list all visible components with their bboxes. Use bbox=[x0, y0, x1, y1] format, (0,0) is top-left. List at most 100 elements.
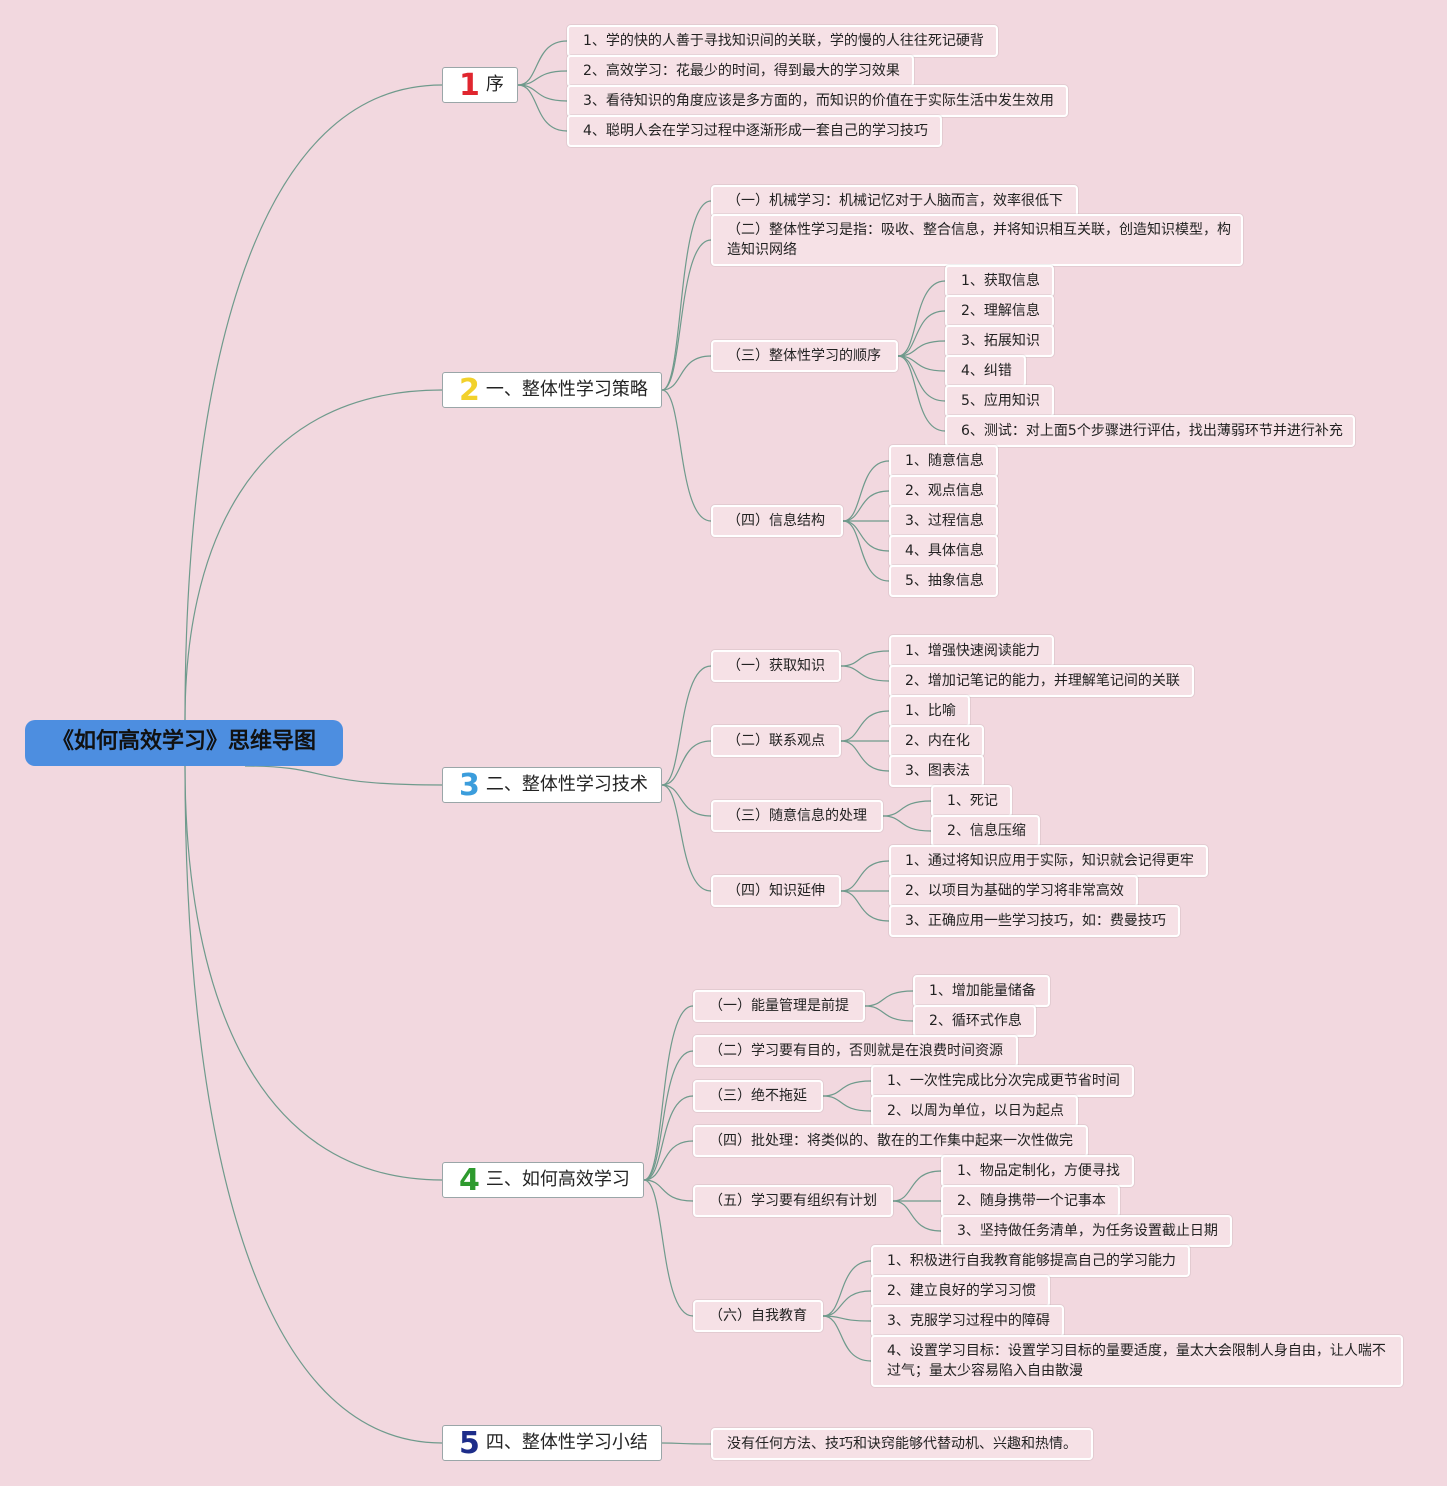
topic-node[interactable]: （四）信息结构 bbox=[711, 505, 843, 537]
connector-line bbox=[661, 665, 712, 786]
topic-node[interactable]: 2、观点信息 bbox=[889, 475, 998, 507]
connector-line bbox=[842, 520, 890, 582]
topic-node[interactable]: 2、循环式作息 bbox=[913, 1005, 1036, 1037]
connector-line bbox=[643, 1179, 694, 1317]
topic-label: 1、比喻 bbox=[905, 703, 956, 719]
topic-node[interactable]: 2、随身携带一个记事本 bbox=[941, 1185, 1120, 1217]
topic-node[interactable]: 1、获取信息 bbox=[945, 265, 1054, 297]
topic-node[interactable]: 5、抽象信息 bbox=[889, 565, 998, 597]
topic-node[interactable]: （四）批处理：将类似的、散在的工作集中起来一次性做完 bbox=[693, 1125, 1088, 1157]
topic-node[interactable]: 3、坚持做任务清单，为任务设置截止日期 bbox=[941, 1215, 1232, 1247]
topic-node[interactable]: （六）自我教育 bbox=[693, 1300, 823, 1332]
topic-node[interactable]: 3、图表法 bbox=[889, 755, 984, 787]
connector-line bbox=[882, 815, 932, 832]
branch-label: 三、如何高效学习 bbox=[485, 1169, 630, 1190]
connector-line bbox=[864, 1005, 914, 1022]
topic-label: 1、死记 bbox=[947, 793, 998, 809]
topic-node[interactable]: （二）学习要有目的，否则就是在浪费时间资源 bbox=[693, 1035, 1018, 1067]
topic-node[interactable]: 1、增强快速阅读能力 bbox=[889, 635, 1054, 667]
connector-line bbox=[661, 389, 712, 522]
branch-number-5: 5 bbox=[459, 1426, 480, 1461]
topic-node[interactable]: 1、通过将知识应用于实际，知识就会记得更牢 bbox=[889, 845, 1208, 877]
topic-node[interactable]: 2、内在化 bbox=[889, 725, 984, 757]
branch-number-4: 4 bbox=[459, 1163, 480, 1198]
topic-label: 2、信息压缩 bbox=[947, 823, 1026, 839]
topic-node[interactable]: 1、随意信息 bbox=[889, 445, 998, 477]
connector-line bbox=[822, 1315, 872, 1322]
topic-node[interactable]: 2、高效学习：花最少的时间，得到最大的学习效果 bbox=[567, 55, 914, 87]
topic-node[interactable]: （二）整体性学习是指：吸收、整合信息，并将知识相互关联，创造知识模型，构 造知识… bbox=[711, 214, 1243, 266]
topic-label: （一）机械学习：机械记忆对于人脑而言，效率很低下 bbox=[727, 193, 1063, 209]
topic-node[interactable]: 4、纠错 bbox=[945, 355, 1026, 387]
topic-node[interactable]: 2、增加记笔记的能力，并理解笔记间的关联 bbox=[889, 665, 1194, 697]
topic-node[interactable]: （一）获取知识 bbox=[711, 650, 841, 682]
topic-label: 6、测试：对上面5个步骤进行评估，找出薄弱环节并进行补充 bbox=[961, 423, 1343, 439]
topic-node[interactable]: 1、积极进行自我教育能够提高自己的学习能力 bbox=[871, 1245, 1190, 1277]
topic-node[interactable]: 3、克服学习过程中的障碍 bbox=[871, 1305, 1064, 1337]
connector-line bbox=[661, 200, 712, 391]
topic-node[interactable]: 1、比喻 bbox=[889, 695, 970, 727]
topic-node[interactable]: 3、看待知识的角度应该是多方面的，而知识的价值在于实际生活中发生效用 bbox=[567, 85, 1068, 117]
topic-node[interactable]: （三）绝不拖延 bbox=[693, 1080, 823, 1112]
topic-node[interactable]: 3、正确应用一些学习技巧，如：费曼技巧 bbox=[889, 905, 1180, 937]
connector-line bbox=[840, 860, 890, 892]
topic-node[interactable]: （三）整体性学习的顺序 bbox=[711, 340, 898, 372]
connector-line bbox=[661, 1442, 712, 1445]
topic-node[interactable]: 2、建立良好的学习习惯 bbox=[871, 1275, 1050, 1307]
topic-node[interactable]: 3、过程信息 bbox=[889, 505, 998, 537]
topic-label: 2、以周为单位，以日为起点 bbox=[887, 1103, 1064, 1119]
topic-label: （四）信息结构 bbox=[727, 513, 825, 529]
topic-label: （二）学习要有目的，否则就是在浪费时间资源 bbox=[709, 1043, 1003, 1059]
topic-label: （六）自我教育 bbox=[709, 1308, 807, 1324]
connector-line bbox=[892, 1170, 942, 1202]
topic-node[interactable]: 1、物品定制化，方便寻找 bbox=[941, 1155, 1134, 1187]
topic-node[interactable]: 2、以周为单位，以日为起点 bbox=[871, 1095, 1078, 1127]
connector-line bbox=[842, 520, 890, 552]
connector-line bbox=[661, 740, 712, 786]
topic-node[interactable]: 1、学的快的人善于寻找知识间的关联，学的慢的人往往死记硬背 bbox=[567, 25, 998, 57]
topic-label: （二）联系观点 bbox=[727, 733, 825, 749]
topic-node[interactable]: 1、增加能量储备 bbox=[913, 975, 1050, 1007]
connector-line bbox=[840, 740, 890, 772]
topic-label: （五）学习要有组织有计划 bbox=[709, 1193, 877, 1209]
topic-node[interactable]: 没有任何方法、技巧和诀窍能够代替动机、兴趣和热情。 bbox=[711, 1428, 1093, 1460]
topic-node[interactable]: 2、信息压缩 bbox=[931, 815, 1040, 847]
topic-node[interactable]: （二）联系观点 bbox=[711, 725, 841, 757]
topic-node[interactable]: 4、具体信息 bbox=[889, 535, 998, 567]
topic-label: （一）能量管理是前提 bbox=[709, 998, 849, 1014]
branch-label: 一、整体性学习策略 bbox=[485, 379, 648, 400]
topic-node[interactable]: （一）机械学习：机械记忆对于人脑而言，效率很低下 bbox=[711, 185, 1078, 217]
topic-node[interactable]: （三）随意信息的处理 bbox=[711, 800, 883, 832]
topic-node[interactable]: 2、理解信息 bbox=[945, 295, 1054, 327]
topic-node[interactable]: 5、应用知识 bbox=[945, 385, 1054, 417]
connector-line bbox=[897, 280, 946, 357]
topic-label: 3、图表法 bbox=[905, 763, 970, 779]
topic-node[interactable]: 6、测试：对上面5个步骤进行评估，找出薄弱环节并进行补充 bbox=[945, 415, 1355, 447]
topic-label: （一）获取知识 bbox=[727, 658, 825, 674]
connector-line bbox=[517, 70, 568, 86]
topic-label: （四）知识延伸 bbox=[727, 883, 825, 899]
topic-node[interactable]: 1、死记 bbox=[931, 785, 1012, 817]
topic-node[interactable]: （一）能量管理是前提 bbox=[693, 990, 865, 1022]
topic-label: 1、增强快速阅读能力 bbox=[905, 643, 1040, 659]
topic-label: 4、设置学习目标：设置学习目标的量要适度，量太大会限制人身自由，让人喘不过气；量… bbox=[887, 1343, 1386, 1379]
topic-node[interactable]: 2、以项目为基础的学习将非常高效 bbox=[889, 875, 1138, 907]
root-node[interactable]: 《如何高效学习》思维导图 bbox=[25, 720, 343, 766]
topic-node[interactable]: 1、一次性完成比分次完成更节省时间 bbox=[871, 1065, 1134, 1097]
topic-node[interactable]: （五）学习要有组织有计划 bbox=[693, 1185, 893, 1217]
topic-node[interactable]: 4、聪明人会在学习过程中逐渐形成一套自己的学习技巧 bbox=[567, 115, 942, 147]
topic-node[interactable]: （四）知识延伸 bbox=[711, 875, 841, 907]
topic-node[interactable]: 4、设置学习目标：设置学习目标的量要适度，量太大会限制人身自由，让人喘不过气；量… bbox=[871, 1335, 1403, 1387]
topic-label: 1、获取信息 bbox=[961, 273, 1040, 289]
connector-line bbox=[822, 1260, 872, 1317]
connector-line bbox=[643, 1095, 694, 1181]
topic-label: 1、物品定制化，方便寻找 bbox=[957, 1163, 1120, 1179]
topic-node[interactable]: 3、拓展知识 bbox=[945, 325, 1054, 357]
connector-line bbox=[842, 460, 890, 522]
